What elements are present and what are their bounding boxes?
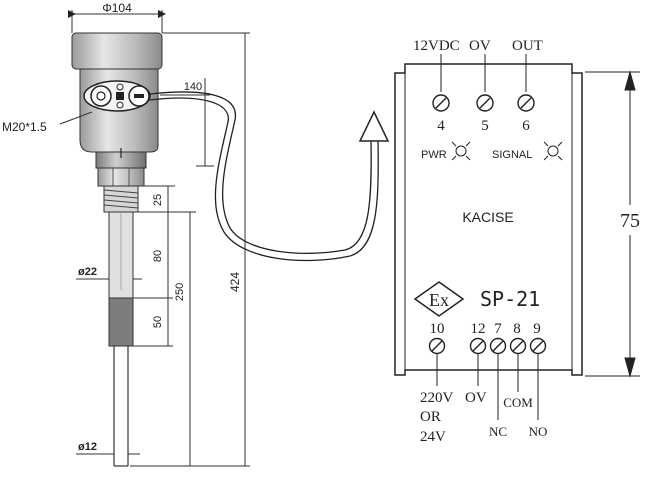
dim-thread: M20*1.5 xyxy=(2,120,47,134)
label-12vdc: 12VDC xyxy=(413,38,460,54)
gland-left-icon xyxy=(90,85,112,107)
model-label: SP-21 xyxy=(480,287,540,311)
dim-424: 424 xyxy=(228,272,242,292)
label-com: COM xyxy=(503,395,533,410)
terminal-number-4: 4 xyxy=(437,118,445,134)
pwr-label: PWR xyxy=(421,149,447,161)
top-wires xyxy=(440,54,527,92)
sensing-element xyxy=(108,297,134,347)
dim-75: 75 xyxy=(620,210,640,232)
label-ov-top: OV xyxy=(469,38,491,54)
thread-section xyxy=(103,185,139,213)
signal-led-icon xyxy=(543,141,563,161)
bottom-terminal-screws xyxy=(428,337,547,355)
module-height-dimension xyxy=(585,70,640,378)
top-terminal-screws xyxy=(432,94,535,112)
dim-diameter-top: Φ104 xyxy=(102,1,132,15)
terminal-number-8: 8 xyxy=(513,321,521,337)
dim-140: 140 xyxy=(184,81,202,93)
label-or: OR xyxy=(420,409,441,425)
cable-arrow-icon xyxy=(358,110,390,142)
terminal-number-9: 9 xyxy=(533,321,541,337)
level-sensor xyxy=(71,32,163,467)
terminal-number-7: 7 xyxy=(494,321,502,337)
dim-diameter-22: ø22 xyxy=(78,266,97,278)
dim-80: 80 xyxy=(152,250,164,262)
sensor-cap xyxy=(71,32,163,70)
dim-50: 50 xyxy=(152,316,164,328)
dim-diameter-12: ø12 xyxy=(78,441,97,453)
dim-250: 250 xyxy=(174,283,186,301)
terminal-number-5: 5 xyxy=(481,118,489,134)
sensor-dimensions xyxy=(59,10,250,467)
label-ov-bottom: OV xyxy=(465,390,487,406)
pwr-led-icon xyxy=(451,141,471,161)
terminal-number-10: 10 xyxy=(430,321,445,337)
ex-mark-text: Ex xyxy=(429,290,449,310)
ex-mark-icon xyxy=(413,281,465,317)
label-220v: 220V xyxy=(420,390,454,406)
label-nc: NC xyxy=(489,424,507,439)
label-24v: 24V xyxy=(420,429,446,445)
dim-25: 25 xyxy=(152,194,164,206)
terminal-number-6: 6 xyxy=(522,118,530,134)
label-out: OUT xyxy=(512,38,543,54)
hex-nut xyxy=(97,167,145,187)
brand-label: KACISE xyxy=(462,209,513,225)
signal-cable xyxy=(149,91,379,262)
label-no: NO xyxy=(529,424,548,439)
bottom-wires xyxy=(436,354,539,420)
terminal-number-12: 12 xyxy=(471,321,486,337)
signal-label: SIGNAL xyxy=(492,149,532,161)
